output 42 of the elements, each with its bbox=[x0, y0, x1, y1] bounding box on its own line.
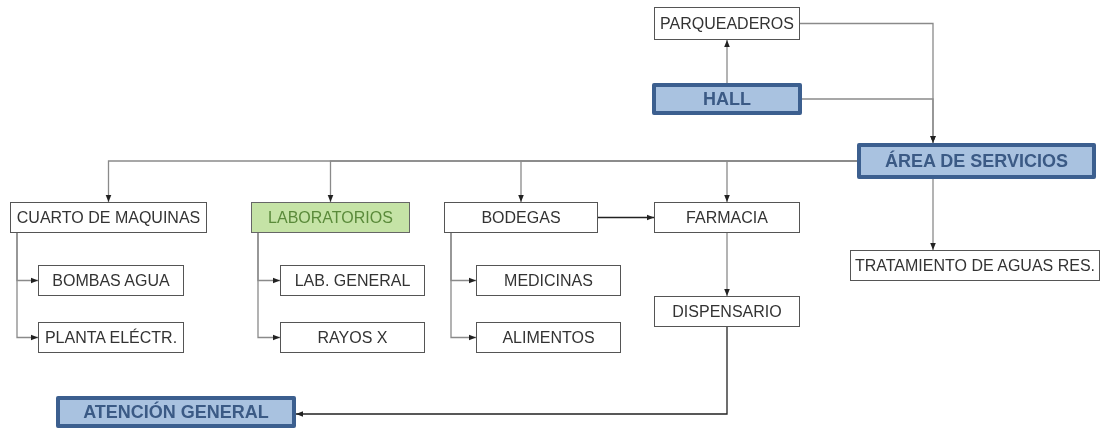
area-box bbox=[476, 322, 621, 353]
box-label: HALL bbox=[703, 88, 751, 110]
area-box bbox=[476, 265, 621, 296]
area-box bbox=[654, 296, 800, 327]
area-box bbox=[444, 202, 598, 233]
box-label: BODEGAS bbox=[481, 208, 561, 227]
connector-arrow bbox=[450, 232, 477, 341]
connector-arrow bbox=[724, 39, 730, 84]
connector-arrow bbox=[930, 178, 936, 251]
box-label: TRATAMIENTO DE AGUAS RES. bbox=[854, 256, 1095, 275]
area-box bbox=[654, 202, 800, 233]
box-label: ALIMENTOS bbox=[502, 328, 595, 347]
box-label: CUARTO DE MAQUINAS bbox=[16, 208, 201, 227]
area-box bbox=[251, 202, 410, 233]
connector-arrow bbox=[295, 326, 728, 417]
area-box bbox=[10, 202, 207, 233]
area-box bbox=[280, 322, 425, 353]
box-label: FARMACIA bbox=[686, 208, 768, 227]
connector-arrow bbox=[724, 232, 730, 297]
box-label: DISPENSARIO bbox=[672, 302, 782, 321]
box-label: LAB. GENERAL bbox=[294, 271, 411, 290]
main-area-box bbox=[857, 143, 1096, 179]
connector-arrow bbox=[16, 232, 39, 341]
connector-arrow bbox=[597, 214, 655, 221]
box-label: ÁREA DE SERVICIOS bbox=[884, 150, 1068, 172]
area-box bbox=[280, 265, 425, 296]
area-box bbox=[38, 265, 184, 296]
area-box bbox=[850, 250, 1100, 281]
connector-arrow bbox=[724, 160, 858, 203]
connector-arrow bbox=[257, 232, 281, 341]
box-label: LABORATORIOS bbox=[268, 208, 393, 227]
box-label: PLANTA ELÉCTR. bbox=[44, 328, 178, 347]
main-area-box bbox=[652, 83, 802, 115]
box-label: PARQUEADEROS bbox=[660, 14, 794, 33]
area-box bbox=[654, 7, 800, 40]
main-area-box bbox=[56, 396, 296, 428]
box-label: ATENCIÓN GENERAL bbox=[83, 401, 269, 423]
connector-arrow bbox=[801, 98, 936, 144]
box-label: MEDICINAS bbox=[504, 271, 593, 290]
box-label: RAYOS X bbox=[317, 328, 388, 347]
box-label: BOMBAS AGUA bbox=[52, 271, 170, 290]
area-box bbox=[38, 322, 184, 353]
